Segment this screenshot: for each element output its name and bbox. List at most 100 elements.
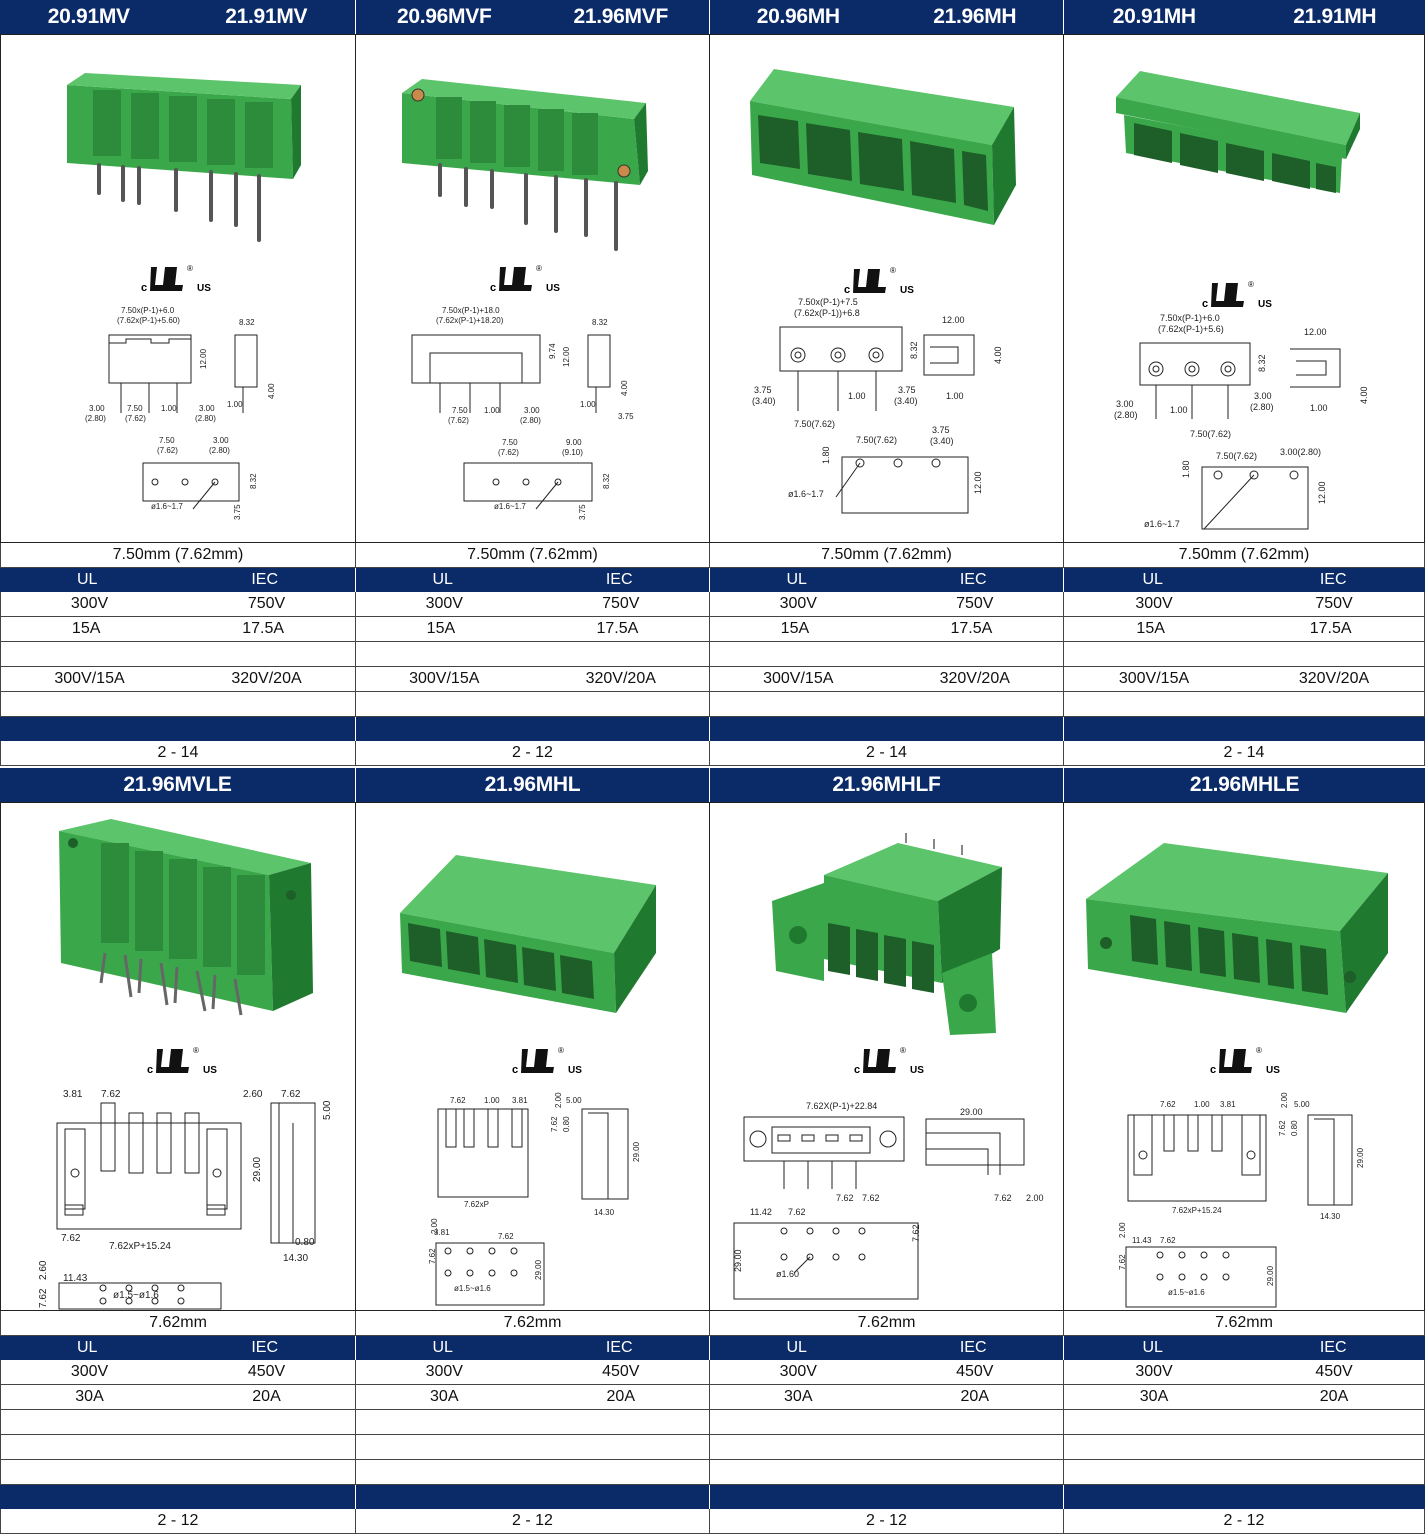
ul-label: UL: [76, 1339, 98, 1356]
empty-row: [0, 1460, 1425, 1485]
ul-label: UL: [1142, 1339, 1163, 1356]
dimension-label: 7.50x(P-1)+7.5: [798, 297, 858, 307]
iec-label: IEC: [251, 1339, 279, 1356]
empty-cell: [0, 692, 356, 716]
ul-c-text: c: [844, 284, 850, 296]
dimension-label: (3.40): [894, 396, 918, 406]
dimension-label: 9.00: [566, 438, 582, 447]
product-cell: c ® US 7.62X(P-1)+22.84 7.62 7.62: [710, 802, 1064, 1310]
product-cell: c ® US 7.50x(P-1)+7.5 (7.62x(P-1))+6.8 8…: [710, 34, 1064, 542]
dimension-label: (7.62): [125, 414, 146, 423]
dimension-label: 1.00: [1170, 405, 1188, 415]
dimension-label: 29.00: [1356, 1147, 1365, 1168]
dimension-label: 7.50x(P-1)+6.0: [1160, 313, 1220, 323]
band-cell: [1064, 1485, 1425, 1509]
pitch-value: 7.62mm: [356, 1311, 710, 1335]
product-cell: c ® US 7.50x(P-1)+18.0 (7.62x(P-1)+18.20…: [356, 34, 710, 542]
model-header: 21.96MHLE: [1189, 773, 1300, 796]
dimension-label: 0.80: [562, 1116, 571, 1132]
iec-label: IEC: [251, 571, 279, 588]
dimension-drawing: 7.62 1.00 3.81 7.62xP 2.00 5.00 7.62 0.8…: [428, 1092, 641, 1306]
ul-value: 300V/15A: [763, 670, 834, 687]
ul-value: 15A: [780, 620, 810, 637]
iec-value: 20A: [252, 1388, 281, 1405]
dimension-label: 3.75: [233, 504, 242, 520]
iec-label: IEC: [605, 571, 633, 588]
poles-value: 2 - 14: [0, 741, 356, 765]
ul-reg-text: ®: [1248, 280, 1254, 289]
top-image-row: c ® US 7.50x(P-1)+6.0 (7.62x(P-1)+5.60) …: [0, 34, 1425, 542]
dimension-label: 7.50(7.62): [1216, 451, 1257, 461]
dimension-label: 29.00: [632, 1141, 641, 1162]
ul-label: UL: [1142, 571, 1163, 588]
dimension-drawing: 7.62X(P-1)+22.84 7.62 7.62 29.00 7.62 2.…: [733, 1101, 1044, 1300]
ul-c-text: c: [1202, 298, 1208, 310]
ul-value: 30A: [75, 1388, 104, 1405]
ul-value: 300V: [425, 1363, 463, 1380]
dimension-label: 0.80: [295, 1237, 315, 1248]
dimension-label: 29.00: [960, 1107, 983, 1117]
dimension-label: 8.32: [1257, 354, 1267, 372]
empty-cell: [710, 642, 1064, 666]
dimension-label: 12.00: [1317, 481, 1327, 504]
dimension-label: 2.60: [243, 1089, 263, 1100]
ul-us-text: US: [1258, 299, 1272, 310]
ul-reg-text: ®: [193, 1046, 199, 1055]
dimension-label: (7.62x(P-1)+5.60): [117, 316, 180, 325]
ul-label: UL: [786, 1339, 807, 1356]
connector-image: [67, 73, 301, 242]
ul-certification-icon: c ® US: [141, 264, 211, 294]
iec-value: 17.5A: [950, 620, 993, 637]
empty-cell: [710, 1410, 1064, 1434]
poles-value: 2 - 12: [710, 1509, 1064, 1533]
ul-reg-text: ®: [558, 1046, 564, 1055]
dimension-label: (7.62): [157, 446, 178, 455]
ul-c-text: c: [1210, 1064, 1216, 1076]
dimension-label: 7.62: [498, 1232, 514, 1241]
dimension-label: 1.00: [227, 400, 243, 409]
iec-label: IEC: [1319, 571, 1347, 588]
iec-value: 450V: [956, 1363, 994, 1380]
standards-header: UL IEC: [1064, 568, 1425, 592]
ul-reg-text: ®: [890, 266, 896, 275]
model-name: 20.91MV: [47, 5, 130, 28]
dimension-label: ø1.6~1.7: [494, 502, 526, 511]
ul-value: 300V: [779, 1363, 817, 1380]
empty-cell: [0, 1460, 356, 1484]
ul-value: 300V/15A: [54, 670, 125, 687]
empty-cell: [356, 692, 710, 716]
dimension-label: 7.62xP: [464, 1200, 489, 1209]
dimension-label: 8.32: [909, 341, 919, 359]
iec-value: 17.5A: [1309, 620, 1352, 637]
empty-cell: [1064, 1410, 1425, 1434]
ul-us-text: US: [900, 285, 914, 296]
dimension-label: 7.62: [1118, 1254, 1127, 1270]
dimension-label: (2.80): [520, 416, 541, 425]
empty-row: [0, 692, 1425, 717]
voltage-cell: 300V 450V: [710, 1360, 1064, 1384]
dimension-label: (7.62x(P-1))+6.8: [794, 308, 860, 318]
dimension-label: 12.00: [199, 348, 208, 369]
model-name: 20.91MH: [1112, 5, 1196, 28]
dimension-label: ø1.5~ø1.6: [1168, 1288, 1205, 1297]
connector-image: [1086, 843, 1388, 1013]
dimension-label: 29.00: [252, 1157, 263, 1182]
dimension-label: 1.00: [848, 391, 866, 401]
poles-value: 2 - 12: [0, 1509, 356, 1533]
dimension-label: 7.62: [862, 1193, 880, 1203]
pitch-value: 7.50mm (7.62mm): [710, 543, 1064, 567]
pitch-value: 7.62mm: [1064, 1311, 1425, 1335]
product-cell: c ® US 3.81 7.62 29.00 7.62 7: [0, 802, 356, 1310]
dimension-label: 7.62X(P-1)+22.84: [806, 1101, 877, 1111]
empty-cell: [710, 1460, 1064, 1484]
poles-row: 2 - 14 2 - 12 2 - 14 2 - 14: [0, 741, 1425, 766]
